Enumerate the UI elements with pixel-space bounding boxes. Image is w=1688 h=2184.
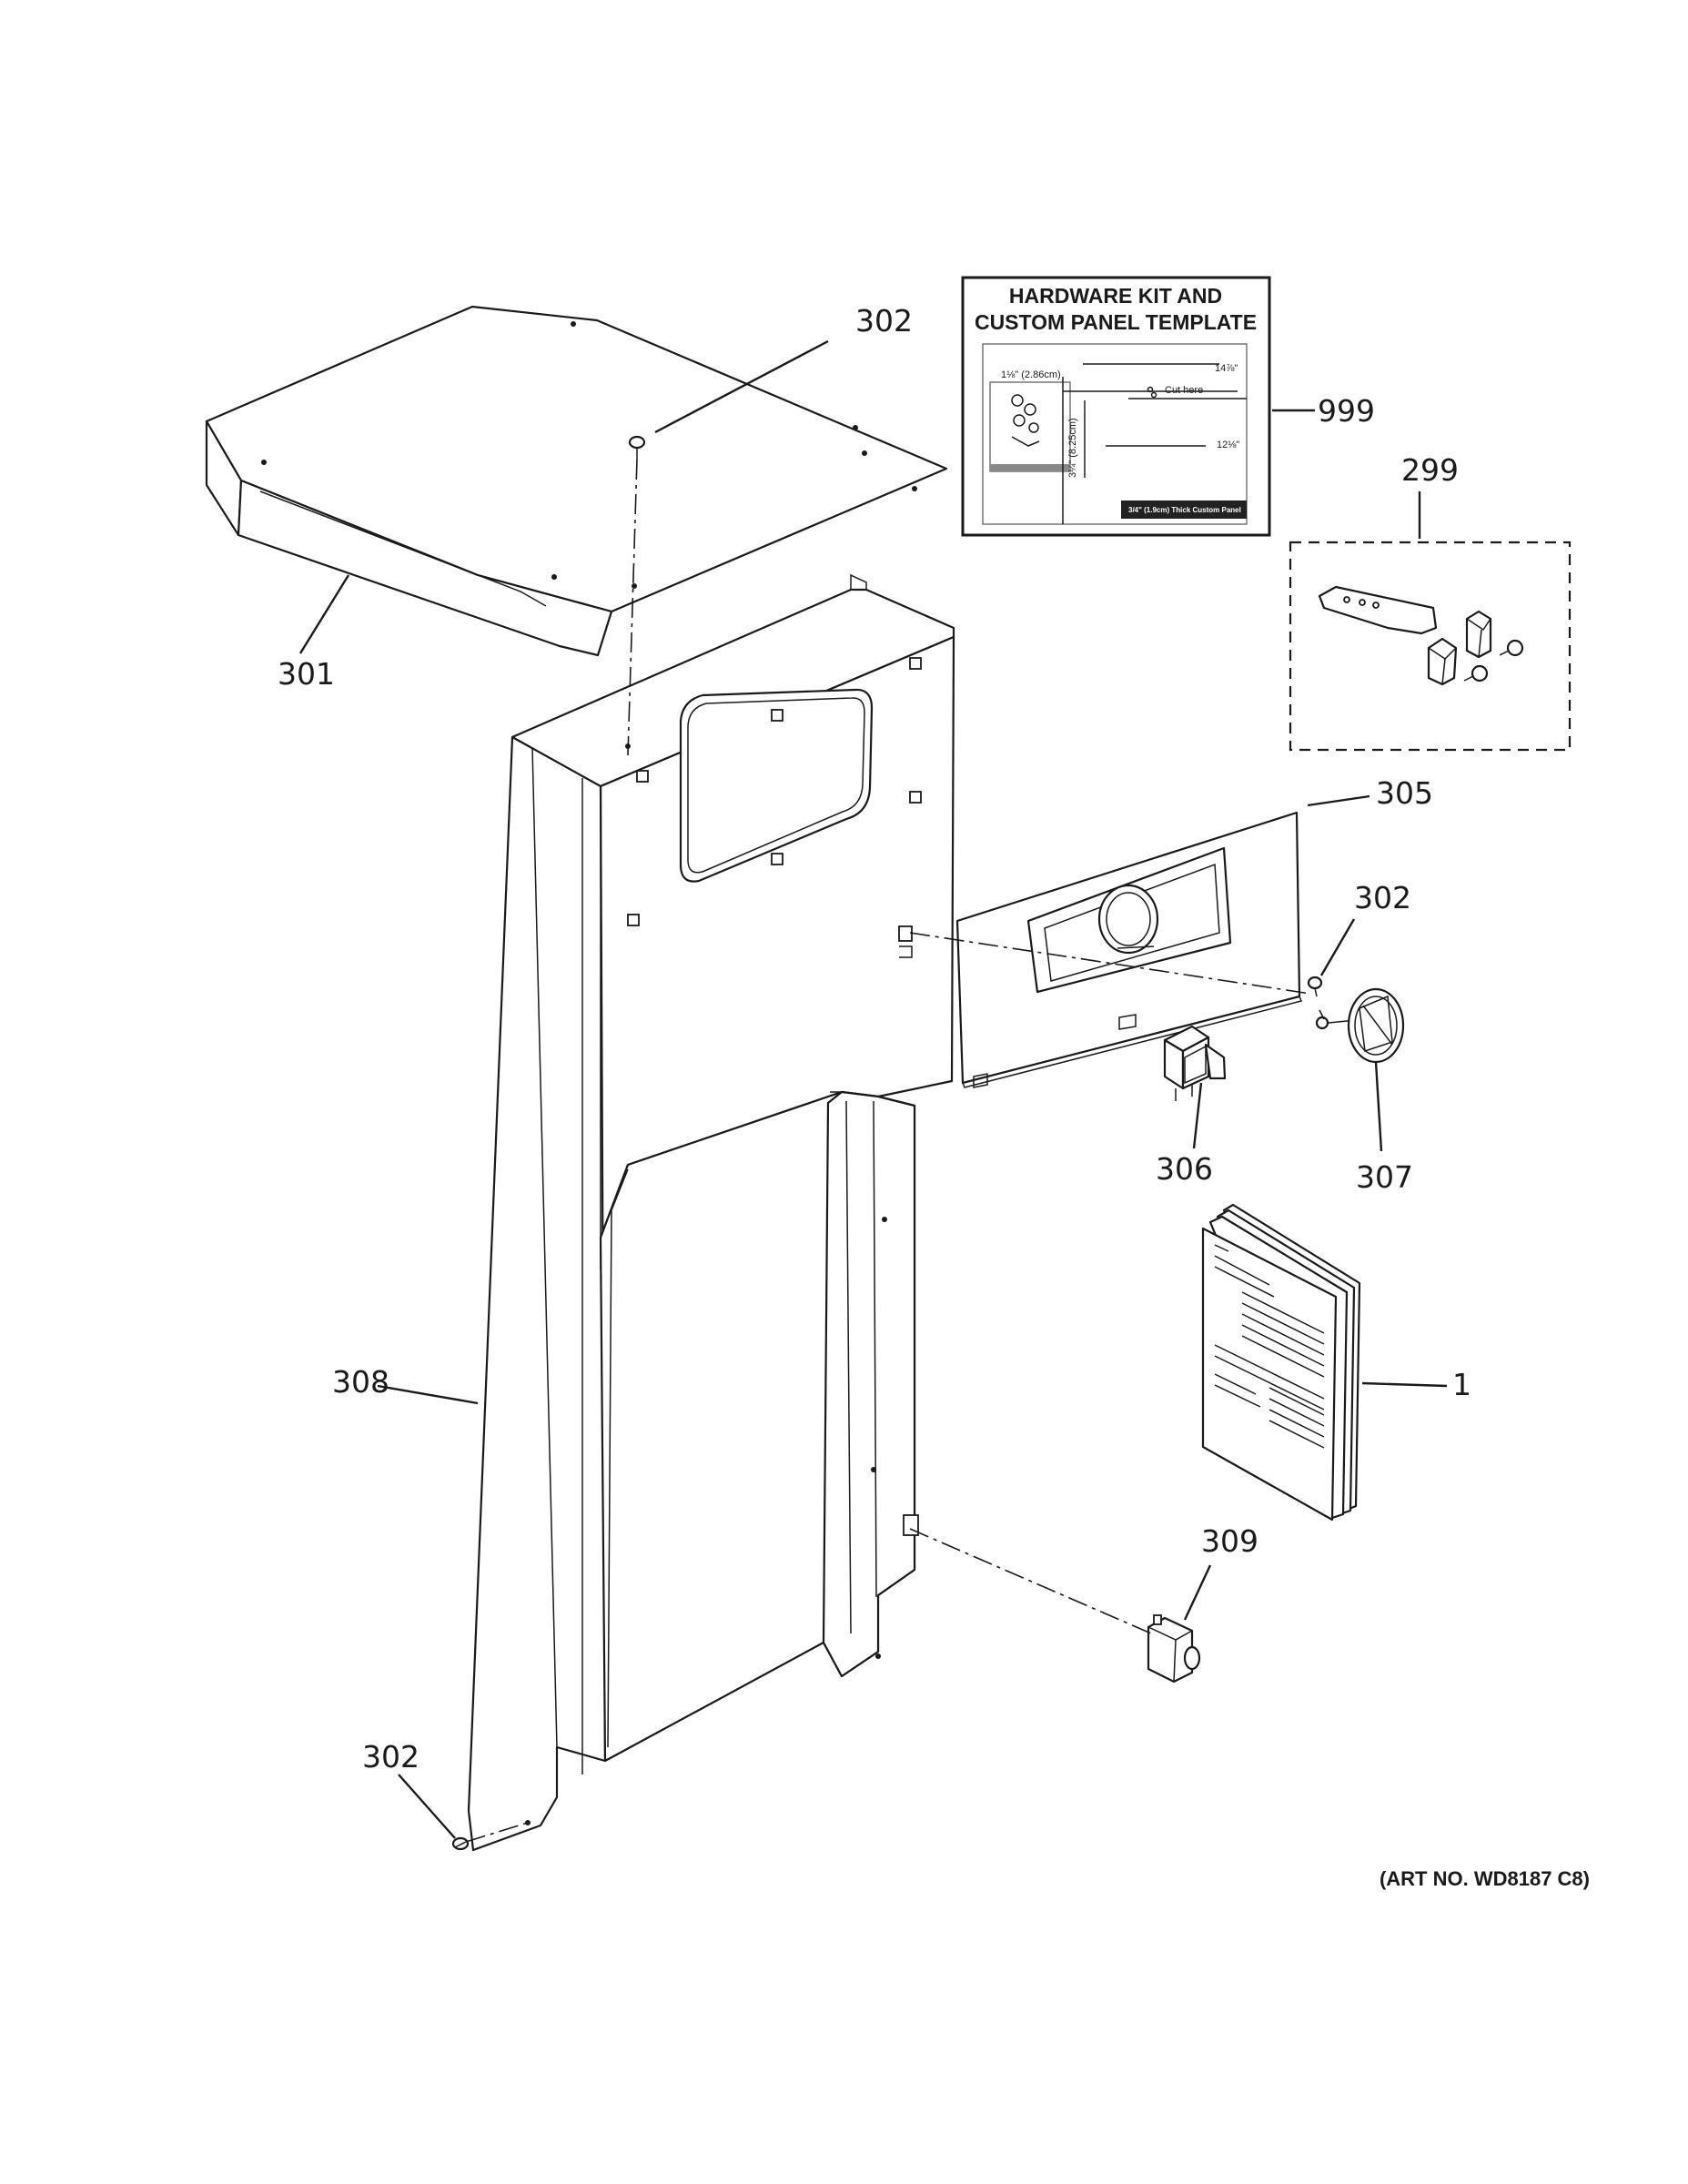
hardware-kit-299	[1289, 541, 1572, 752]
kit-title-line2: CUSTOM PANEL TEMPLATE	[975, 310, 1257, 334]
callout-299: 299	[1401, 452, 1459, 488]
part-301-top-cover	[205, 305, 948, 657]
callout-305: 305	[1376, 775, 1433, 811]
art-number: (ART NO. WD8187 C8)	[1380, 1867, 1590, 1890]
callout-309: 309	[1201, 1523, 1258, 1559]
callout-307: 307	[1356, 1159, 1413, 1195]
kit-title-line1: HARDWARE KIT AND	[1009, 284, 1222, 308]
callout-302-top: 302	[855, 303, 913, 339]
callout-308: 308	[332, 1364, 389, 1400]
dim-label-2: 14⅞"	[1215, 363, 1238, 374]
callout-306: 306	[1156, 1151, 1213, 1187]
template-sketch	[1011, 394, 1040, 447]
callout-302-bottom: 302	[362, 1739, 419, 1774]
dim-label-3: 3¼" (8.25cm)	[1067, 418, 1078, 478]
screw-302-top	[628, 435, 646, 460]
part-1-manual-booklet	[1201, 1203, 1361, 1522]
part-308-main-panel	[467, 573, 955, 1852]
dim-label-1: 1⅛" (2.86cm)	[1001, 369, 1061, 380]
part-306-switch	[1163, 1025, 1227, 1101]
callouts: 302 301 999 299 305 302 306 307 308 1 30…	[278, 303, 1471, 1774]
callout-999: 999	[1318, 393, 1375, 429]
hardware-kit-999-template-box: HARDWARE KIT AND CUSTOM PANEL TEMPLATE 1…	[961, 276, 1271, 537]
manual-text-lines	[1214, 1244, 1325, 1449]
callout-302-mid: 302	[1354, 880, 1411, 915]
callout-1: 1	[1452, 1367, 1471, 1402]
part-305-control-panel	[955, 811, 1303, 1088]
screw-302-mid	[1307, 976, 1323, 997]
template-footer-text: 3/4" (1.9cm) Thick Custom Panel	[1128, 506, 1241, 514]
part-309-door-switch	[1147, 1614, 1201, 1684]
dim-label-4: 12⅛"	[1217, 440, 1239, 450]
part-307-knob	[1315, 987, 1405, 1064]
leader-lines	[298, 339, 1448, 1839]
cut-here-label: Cut here	[1165, 385, 1203, 396]
screw-302-bottom	[451, 1836, 470, 1851]
assembly-dash-lines	[465, 459, 1325, 1843]
callout-301: 301	[278, 656, 335, 692]
